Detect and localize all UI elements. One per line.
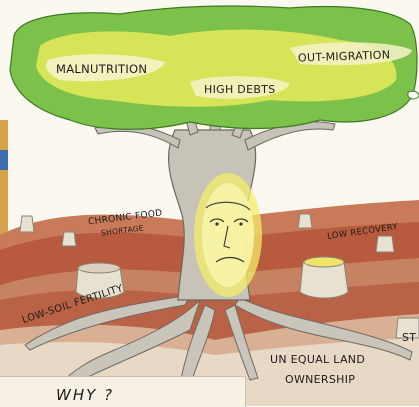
- label-malnutrition: MALNUTRITION: [56, 62, 148, 76]
- label-ownership: OWNERSHIP: [285, 373, 356, 386]
- tree-roots: [24, 294, 413, 387]
- label-unequal-land: UN EQUAL LAND: [270, 353, 366, 366]
- label-why: WHY ?: [56, 386, 115, 404]
- label-partial-edge: ST: [402, 331, 417, 344]
- tree-canopy: [9, 5, 419, 130]
- sad-face: [194, 173, 262, 297]
- why-note-paper: [0, 376, 246, 407]
- label-high-debts: HIGH DEBTS: [204, 83, 276, 96]
- tree-stumps: [19, 213, 419, 339]
- label-out-migration: OUT-MIGRATION: [297, 48, 391, 65]
